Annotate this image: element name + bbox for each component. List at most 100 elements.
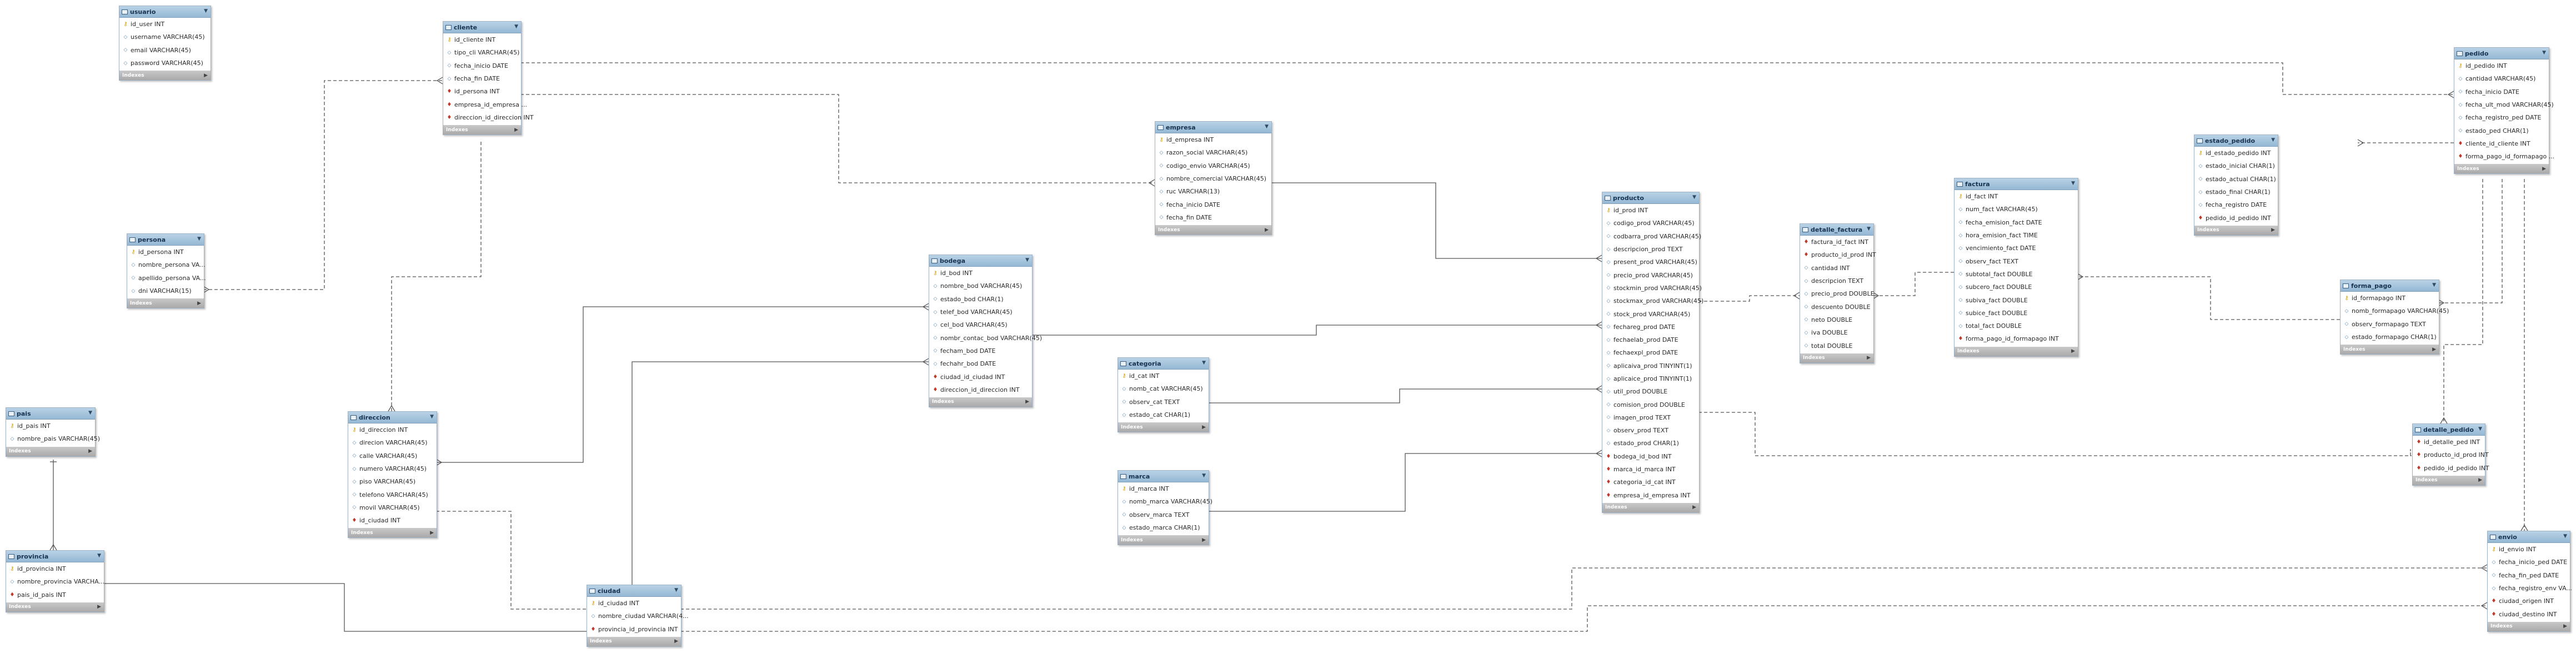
column-row[interactable]: ◇estado_formapago CHAR(1) [2341,331,2439,343]
chevron-right-icon[interactable]: ▶ [97,604,101,610]
column-row[interactable]: ◇subtotal_fact DOUBLE [1954,268,2078,281]
column-row[interactable]: ◇apellido_persona VA... [127,272,206,285]
column-row[interactable]: ◇estado_bod CHAR(1) [929,293,1032,306]
indexes-bar[interactable]: Indexes▶ [348,528,437,538]
column-row[interactable]: ⚷id_cliente INT [443,33,521,46]
column-row[interactable]: ◇fecha_inicio DATE [1155,198,1271,211]
table-header[interactable]: empresa▼ [1155,122,1271,133]
column-row[interactable]: ◇fecha_ult_mod VARCHAR(45) [2454,98,2554,111]
column-row[interactable]: ◇nombre_provincia VARCHA... [6,575,105,588]
chevron-down-icon[interactable]: ▼ [2071,181,2075,186]
table-header[interactable]: pais▼ [6,408,95,420]
indexes-bar[interactable]: Indexes▶ [6,602,104,612]
chevron-right-icon[interactable]: ▶ [1265,227,1269,233]
chevron-down-icon[interactable]: ▼ [2432,282,2436,288]
column-row[interactable]: ◇nombre_pais VARCHAR(45) [6,432,101,445]
column-row[interactable]: ♦factura_id_fact INT [1800,236,1873,248]
column-row[interactable]: ◇observ_fact TEXT [1954,255,2078,267]
table-header[interactable]: producto▼ [1602,192,1699,204]
column-row[interactable]: ◇nombre_comercial VARCHAR(45) [1155,172,1271,185]
table-pedido[interactable]: pedido▼⚷id_pedido INT◇cantidad VARCHAR(4… [2454,47,2554,175]
table-header[interactable]: detalle_pedido▼ [2413,424,2485,436]
column-row[interactable]: ◇estado_final CHAR(1) [2194,186,2278,198]
table-header[interactable]: envio▼ [2488,531,2570,543]
indexes-bar[interactable]: Indexes▶ [929,397,1032,407]
column-row[interactable]: ⚷id_pais INT [6,420,95,432]
column-row[interactable]: ◇estado_actual CHAR(1) [2194,173,2278,186]
column-row[interactable]: ◇fechaelab_prod DATE [1602,333,1699,346]
column-row[interactable]: ♦bodega_id_bod INT [1602,450,1699,463]
column-row[interactable]: ⚷id_envio INT [2488,543,2570,556]
column-row[interactable]: ♦id_detalle_ped INT [2413,436,2485,448]
column-row[interactable]: ◇fecha_registro_ped DATE [2454,111,2549,124]
chevron-right-icon[interactable]: ▶ [2271,227,2275,233]
column-row[interactable]: ♦empresa_id_empresa ... [443,98,527,111]
column-row[interactable]: ◇precio_prod VARCHAR(45) [1602,268,1699,281]
table-provincia[interactable]: provincia▼⚷id_provincia INT◇nombre_provi… [6,550,104,612]
column-row[interactable]: ◇precio_prod DOUBLE [1800,287,1875,300]
table-header[interactable]: pedido▼ [2454,48,2549,59]
chevron-down-icon[interactable]: ▼ [2542,50,2546,56]
table-header[interactable]: provincia▼ [6,551,104,562]
table-header[interactable]: ciudad▼ [587,585,681,597]
column-row[interactable]: ♦id_ciudad INT [348,514,437,527]
column-row[interactable]: ⚷id_cat INT [1118,370,1209,382]
indexes-bar[interactable]: Indexes▶ [2341,345,2439,355]
chevron-right-icon[interactable]: ▶ [2478,477,2482,483]
column-row[interactable]: ◇nomb_cat VARCHAR(45) [1118,382,1209,395]
column-row[interactable]: ◇telefono VARCHAR(45) [348,488,437,501]
column-row[interactable]: ⚷id_ciudad INT [587,597,681,610]
column-row[interactable]: ◇observ_marca TEXT [1118,509,1209,521]
column-row[interactable]: ◇estado_cat CHAR(1) [1118,408,1209,421]
indexes-bar[interactable]: Indexes▶ [2194,225,2278,235]
column-row[interactable]: ◇fecha_emision_fact DATE [1954,216,2078,229]
column-row[interactable]: ♦id_persona INT [443,85,521,98]
column-row[interactable]: ⚷id_persona INT [127,246,204,258]
table-producto[interactable]: producto▼⚷id_prod INT◇codigo_prod VARCHA… [1602,192,1703,513]
table-direccion[interactable]: direccion▼⚷id_direccion INT◇direcion VAR… [348,411,437,539]
chevron-right-icon[interactable]: ▶ [1867,355,1871,361]
column-row[interactable]: ◇fecha_fin DATE [1155,211,1271,224]
column-row[interactable]: ◇fecha_fin DATE [443,72,521,85]
chevron-down-icon[interactable]: ▼ [97,553,101,559]
indexes-bar[interactable]: Indexes▶ [1954,346,2078,356]
chevron-right-icon[interactable]: ▶ [1202,537,1206,543]
chevron-down-icon[interactable]: ▼ [2478,426,2482,432]
column-row[interactable]: ♦pedido_id_pedido INT [2413,462,2489,475]
column-row[interactable]: ◇estado_ped CHAR(1) [2454,124,2549,137]
table-detalle-factura[interactable]: detalle_factura▼♦factura_id_fact INT♦pro… [1800,223,1876,363]
chevron-down-icon[interactable]: ▼ [1025,257,1029,263]
indexes-bar[interactable]: Indexes▶ [1800,353,1873,363]
chevron-right-icon[interactable]: ▶ [2432,346,2436,352]
column-row[interactable]: ⚷id_provincia INT [6,562,104,575]
column-row[interactable]: ⚷id_direccion INT [348,423,437,436]
column-row[interactable]: ◇telef_bod VARCHAR(45) [929,306,1032,318]
chevron-down-icon[interactable]: ▼ [1202,473,1206,478]
column-row[interactable]: ♦pedido_id_pedido INT [2194,211,2278,224]
column-row[interactable]: ◇fecha_registro_env VA... [2488,582,2572,595]
column-row[interactable]: ◇stock_prod VARCHAR(45) [1602,307,1699,320]
column-row[interactable]: ◇fecha_fin_ped DATE [2488,569,2570,582]
column-row[interactable]: ◇util_prod DOUBLE [1602,385,1699,398]
column-row[interactable]: ◇descripcion TEXT [1800,275,1873,287]
table-factura[interactable]: factura▼⚷id_fact INT◇num_fact VARCHAR(45… [1954,178,2078,357]
chevron-down-icon[interactable]: ▼ [514,24,518,29]
indexes-bar[interactable]: Indexes▶ [127,298,204,308]
chevron-right-icon[interactable]: ▶ [514,127,518,133]
chevron-right-icon[interactable]: ▶ [88,448,92,455]
indexes-bar[interactable]: Indexes▶ [2454,164,2549,174]
indexes-bar[interactable]: Indexes▶ [1602,502,1699,512]
column-row[interactable]: ◇dni VARCHAR(15) [127,285,204,297]
column-row[interactable]: ♦producto_id_prod INT [1800,248,1876,261]
column-row[interactable]: ◇subice_fact DOUBLE [1954,307,2078,320]
column-row[interactable]: ⚷id_marca INT [1118,482,1209,495]
indexes-bar[interactable]: Indexes▶ [1118,535,1209,545]
table-persona[interactable]: persona▼⚷id_persona INT◇nombre_persona V… [127,233,206,309]
column-row[interactable]: ♦ciudad_destino INT [2488,607,2570,620]
chevron-down-icon[interactable]: ▼ [197,236,201,242]
indexes-bar[interactable]: Indexes▶ [1155,225,1271,235]
column-row[interactable]: ⚷id_fact INT [1954,190,2078,203]
table-header[interactable]: bodega▼ [929,255,1032,267]
column-row[interactable]: ♦direccion_id_direccion INT [443,111,534,124]
column-row[interactable]: ◇neto DOUBLE [1800,313,1873,326]
